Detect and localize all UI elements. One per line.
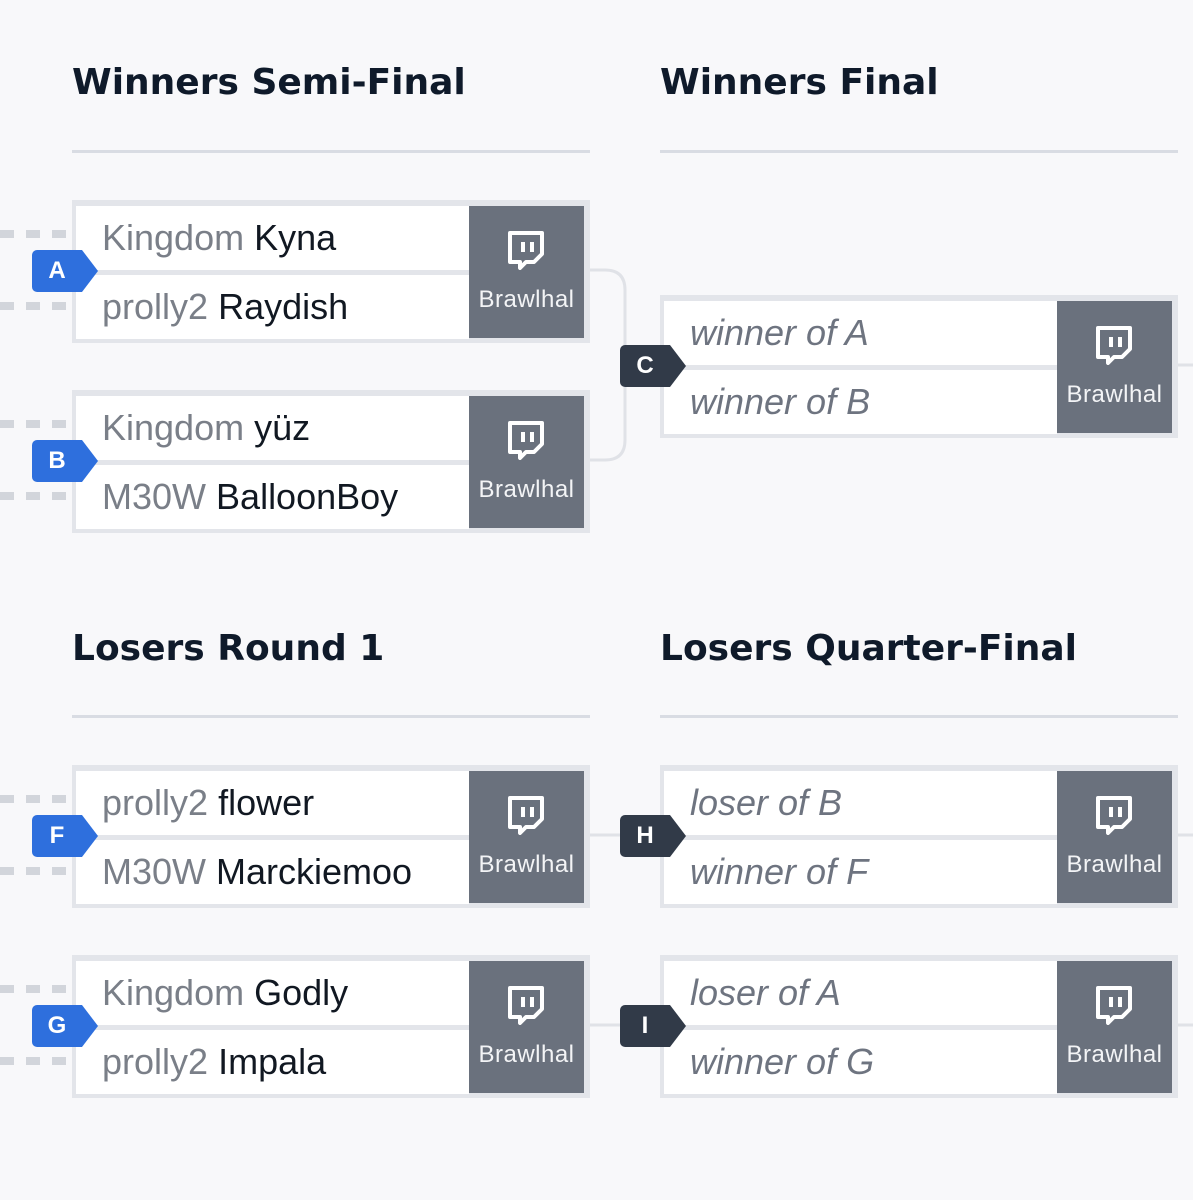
- incoming-connector: [0, 867, 70, 875]
- match-card-i[interactable]: loser of A winner of G Brawlhal: [660, 955, 1178, 1098]
- match-slot-player-2[interactable]: M30W BalloonBoy: [76, 465, 469, 529]
- twitch-icon: [508, 796, 544, 835]
- player-name: Godly: [254, 972, 349, 1013]
- match-card-g[interactable]: Kingdom Godly prolly2 Impala Brawlhal: [72, 955, 590, 1098]
- match-slot-player-1[interactable]: prolly2 flower: [76, 771, 469, 835]
- stream-button[interactable]: Brawlhal: [469, 396, 584, 528]
- incoming-connector: [0, 230, 70, 238]
- match-badge-f: F: [32, 815, 98, 857]
- stream-label: Brawlhal: [478, 476, 575, 503]
- twitch-icon: [508, 421, 544, 460]
- incoming-connector: [0, 492, 70, 500]
- round-title-losers-r1: Losers Round 1: [72, 628, 385, 669]
- round-divider: [72, 715, 590, 718]
- player-name: yüz: [254, 407, 311, 448]
- team-tag: Kingdom: [102, 217, 245, 258]
- match-card-c[interactable]: winner of A winner of B Brawlhal: [660, 295, 1178, 438]
- match-card-b[interactable]: Kingdom yüz M30W BalloonBoy Brawlhal: [72, 390, 590, 533]
- round-divider: [660, 150, 1178, 153]
- match-slot-player-2[interactable]: M30W Marckiemoo: [76, 840, 469, 904]
- player-name: Raydish: [218, 286, 349, 327]
- match-badge-b: B: [32, 440, 98, 482]
- stream-label: Brawlhal: [478, 851, 575, 878]
- match-slot-player-1[interactable]: loser of A: [664, 961, 1057, 1025]
- match-slot-player-1[interactable]: Kingdom Godly: [76, 961, 469, 1025]
- team-tag: M30W: [102, 476, 207, 517]
- team-tag: prolly2: [102, 1041, 209, 1082]
- team-tag: prolly2: [102, 782, 209, 823]
- player-name: BalloonBoy: [216, 476, 399, 517]
- stream-label: Brawlhal: [1066, 1041, 1163, 1068]
- match-badge-h: H: [620, 815, 686, 857]
- match-slot-player-2[interactable]: winner of G: [664, 1030, 1057, 1094]
- incoming-connector: [0, 1057, 70, 1065]
- match-badge-i: I: [620, 1005, 686, 1047]
- match-slot-player-2[interactable]: winner of B: [664, 370, 1057, 434]
- team-tag: prolly2: [102, 286, 209, 327]
- match-slot-player-2[interactable]: winner of F: [664, 840, 1057, 904]
- stream-label: Brawlhal: [1066, 851, 1163, 878]
- placeholder-text: winner of G: [690, 1041, 875, 1082]
- stream-button[interactable]: Brawlhal: [469, 771, 584, 903]
- round-title-winners-final: Winners Final: [660, 62, 939, 103]
- stream-button[interactable]: Brawlhal: [469, 961, 584, 1093]
- match-slot-player-1[interactable]: loser of B: [664, 771, 1057, 835]
- twitch-icon: [1096, 796, 1132, 835]
- twitch-icon: [1096, 986, 1132, 1025]
- match-card-f[interactable]: prolly2 flower M30W Marckiemoo Brawlhal: [72, 765, 590, 908]
- incoming-connector: [0, 420, 70, 428]
- team-tag: M30W: [102, 851, 207, 892]
- stream-button[interactable]: Brawlhal: [1057, 961, 1172, 1093]
- placeholder-text: winner of F: [690, 851, 869, 892]
- incoming-connector: [0, 985, 70, 993]
- placeholder-text: loser of B: [690, 782, 843, 823]
- incoming-connector: [0, 302, 70, 310]
- twitch-icon: [508, 231, 544, 270]
- round-title-winners-semi: Winners Semi-Final: [72, 62, 466, 103]
- stream-button[interactable]: Brawlhal: [1057, 771, 1172, 903]
- player-name: Impala: [218, 1041, 327, 1082]
- match-slot-player-1[interactable]: Kingdom yüz: [76, 396, 469, 460]
- placeholder-text: winner of B: [690, 381, 871, 422]
- match-slot-player-1[interactable]: Kingdom Kyna: [76, 206, 469, 270]
- match-slot-player-2[interactable]: prolly2 Impala: [76, 1030, 469, 1094]
- round-divider: [72, 150, 590, 153]
- placeholder-text: winner of A: [690, 312, 869, 353]
- match-slot-player-2[interactable]: prolly2 Raydish: [76, 275, 469, 339]
- match-badge-a: A: [32, 250, 98, 292]
- match-card-a[interactable]: Kingdom Kyna prolly2 Raydish Brawlhal: [72, 200, 590, 343]
- twitch-icon: [1096, 326, 1132, 365]
- team-tag: Kingdom: [102, 407, 245, 448]
- incoming-connector: [0, 795, 70, 803]
- placeholder-text: loser of A: [690, 972, 841, 1013]
- round-title-losers-qf: Losers Quarter-Final: [660, 628, 1078, 669]
- stream-button[interactable]: Brawlhal: [1057, 301, 1172, 433]
- player-name: flower: [218, 782, 315, 823]
- stream-button[interactable]: Brawlhal: [469, 206, 584, 338]
- stream-label: Brawlhal: [1066, 381, 1163, 408]
- stream-label: Brawlhal: [478, 1041, 575, 1068]
- twitch-icon: [508, 986, 544, 1025]
- match-badge-c: C: [620, 345, 686, 387]
- match-slot-player-1[interactable]: winner of A: [664, 301, 1057, 365]
- team-tag: Kingdom: [102, 972, 245, 1013]
- round-divider: [660, 715, 1178, 718]
- player-name: Marckiemoo: [216, 851, 413, 892]
- match-badge-g: G: [32, 1005, 98, 1047]
- player-name: Kyna: [254, 217, 337, 258]
- stream-label: Brawlhal: [478, 286, 575, 313]
- match-card-h[interactable]: loser of B winner of F Brawlhal: [660, 765, 1178, 908]
